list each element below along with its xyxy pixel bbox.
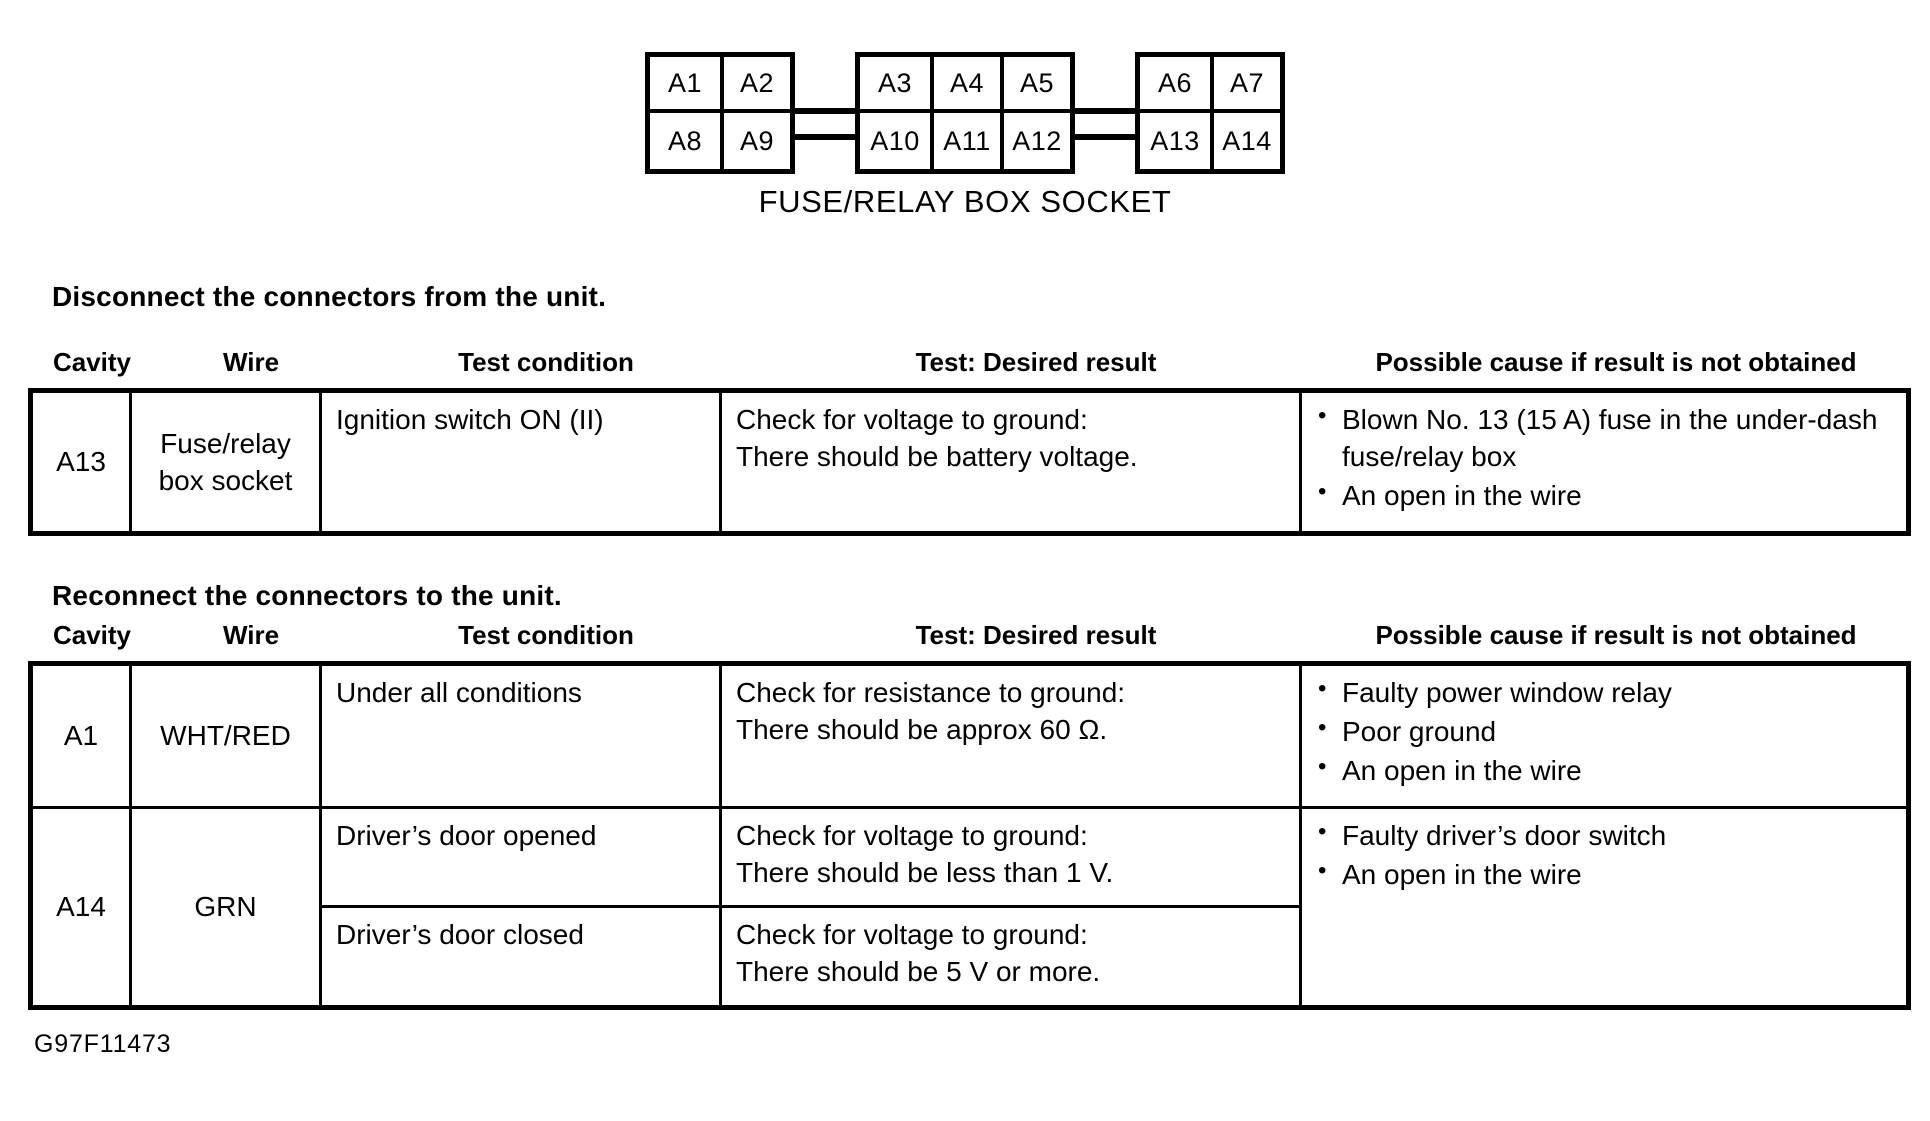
figure-id-code: G97F11473 bbox=[34, 1030, 172, 1058]
cell-wire: WHT/RED bbox=[129, 662, 322, 809]
column-header-test-condition: Test condition bbox=[458, 620, 634, 650]
result-line-1: Check for resistance to ground: bbox=[736, 677, 1126, 708]
column-header-possible-cause: Possible cause if result is not obtained bbox=[1375, 620, 1857, 650]
cell-cavity: A1 bbox=[29, 662, 132, 809]
result-line-2: There should be approx 60 Ω. bbox=[736, 714, 1108, 746]
connector-pin-a14: A14 bbox=[1210, 113, 1280, 169]
cell-test-condition: Ignition switch ON (II) bbox=[319, 389, 722, 535]
connector-pin-a2: A2 bbox=[720, 57, 790, 113]
column-header-wire: Wire bbox=[222, 347, 280, 377]
connector-pin-a7: A7 bbox=[1210, 57, 1280, 113]
connector-block-2: A3 A4 A5 A10 A11 A12 bbox=[855, 52, 1075, 174]
connector-block-3-top-row: A6 A7 bbox=[1140, 57, 1280, 113]
connector-block-3-bottom-row: A13 A14 bbox=[1140, 113, 1280, 169]
cause-item: An open in the wire bbox=[1316, 751, 1892, 789]
cell-cavity: A13 bbox=[29, 389, 132, 535]
cause-item: Faulty power window relay bbox=[1316, 673, 1892, 711]
table-row: A1 WHT/RED Under all conditions Check fo… bbox=[29, 662, 1910, 809]
cause-item: An open in the wire bbox=[1316, 855, 1892, 893]
result-line-1: Check for voltage to ground: bbox=[736, 819, 1088, 851]
wire-line-1: Fuse/relay bbox=[160, 427, 291, 459]
section-heading-disconnect: Disconnect the connectors from the unit. bbox=[52, 281, 607, 312]
connector-block-2-top-row: A3 A4 A5 bbox=[860, 57, 1070, 113]
result-line-2: There should be battery voltage. bbox=[736, 441, 1138, 473]
column-header-test-condition: Test condition bbox=[458, 347, 634, 377]
connector-pin-a8: A8 bbox=[667, 125, 703, 156]
connector-pin-a1: A1 bbox=[650, 57, 720, 113]
bridge-bar-upper bbox=[791, 108, 859, 114]
fuse-relay-box-socket-diagram: A1 A2 A8 A9 A3 A4 A5 A10 A11 A12 bbox=[0, 52, 1930, 242]
disconnect-test-table: A13 Fuse/relay box socket Ignition switc… bbox=[28, 388, 1911, 536]
connector-pin-a3: A3 bbox=[860, 57, 930, 113]
table-row: A14 GRN Driver’s door opened Check for v… bbox=[29, 805, 1910, 1009]
column-header-desired-result: Test: Desired result bbox=[915, 347, 1157, 377]
bridge-bar-lower bbox=[1071, 134, 1139, 140]
column-header-desired-result: Test: Desired result bbox=[915, 620, 1157, 650]
table-row: A13 Fuse/relay box socket Ignition switc… bbox=[29, 389, 1910, 535]
cell-possible-cause: Faulty power window relay Poor ground An… bbox=[1299, 662, 1910, 809]
cell-possible-cause: Blown No. 13 (15 A) fuse in the under-da… bbox=[1299, 389, 1910, 535]
cause-item: Faulty driver’s door switch bbox=[1316, 816, 1892, 854]
connector-pin-a9: A9 bbox=[720, 113, 790, 169]
connector-block-row: A1 A2 A8 A9 A3 A4 A5 A10 A11 A12 bbox=[0, 52, 1930, 174]
section-heading-reconnect: Reconnect the connectors to the unit. bbox=[52, 580, 562, 611]
cell-wire: Fuse/relay box socket bbox=[129, 389, 322, 535]
cause-list: Faulty power window relay Poor ground An… bbox=[1316, 673, 1892, 790]
cell-desired-result: Check for voltage to ground: There shoul… bbox=[719, 905, 1302, 1009]
column-headers-reconnect: Cavity Wire Test condition Test: Desired… bbox=[28, 620, 1906, 654]
cell-test-condition: Under all conditions bbox=[319, 662, 722, 809]
reconnect-test-table: A1 WHT/RED Under all conditions Check fo… bbox=[28, 661, 1911, 1010]
connector-pin-a10: A10 bbox=[870, 125, 920, 156]
cause-item: Poor ground bbox=[1316, 712, 1892, 750]
wire-line-2: box socket bbox=[158, 464, 293, 496]
cell-desired-result: Check for resistance to ground: There sh… bbox=[719, 662, 1302, 809]
result-line-2: There should be 5 V or more. bbox=[736, 956, 1101, 988]
connector-block-1-top-row: A1 A2 bbox=[650, 57, 790, 113]
diagram-caption: FUSE/RELAY BOX SOCKET bbox=[758, 184, 1172, 219]
cell-desired-result: Check for voltage to ground: There shoul… bbox=[719, 805, 1302, 909]
cause-item: An open in the wire bbox=[1316, 476, 1892, 514]
bridge-bar-upper bbox=[1071, 108, 1139, 114]
cell-wire: GRN bbox=[129, 805, 322, 1009]
column-header-cavity: Cavity bbox=[52, 620, 132, 650]
column-headers-disconnect: Cavity Wire Test condition Test: Desired… bbox=[28, 347, 1906, 381]
cell-test-condition: Driver’s door opened bbox=[319, 805, 722, 909]
column-header-cavity: Cavity bbox=[52, 347, 132, 377]
connector-pin-a13: A13 bbox=[1150, 125, 1200, 156]
result-line-1: Check for voltage to ground: bbox=[736, 404, 1088, 435]
connector-pin-a12: A12 bbox=[1000, 113, 1070, 169]
connector-pin-a6: A6 bbox=[1140, 57, 1210, 113]
cell-test-condition: Driver’s door closed bbox=[319, 905, 722, 1009]
result-line-2: There should be less than 1 V. bbox=[736, 856, 1114, 888]
cell-desired-result: Check for voltage to ground: There shoul… bbox=[719, 389, 1302, 535]
result-line-1: Check for voltage to ground: bbox=[736, 919, 1088, 951]
cause-list: Faulty driver’s door switch An open in t… bbox=[1316, 816, 1892, 893]
connector-pin-a11: A11 bbox=[930, 113, 1000, 169]
connector-block-1: A1 A2 A8 A9 bbox=[645, 52, 795, 174]
cause-list: Blown No. 13 (15 A) fuse in the under-da… bbox=[1316, 400, 1892, 515]
connector-block-1-bottom-row: A8 A9 bbox=[650, 113, 790, 169]
connector-pin-a5: A5 bbox=[1000, 57, 1070, 113]
connector-pin-a4: A4 bbox=[930, 57, 1000, 113]
column-header-possible-cause: Possible cause if result is not obtained bbox=[1375, 347, 1857, 377]
table-row: Driver’s door closed Check for voltage t… bbox=[31, 905, 1909, 1009]
bridge-bar-lower bbox=[791, 134, 859, 140]
connector-block-2-bottom-row: A10 A11 A12 bbox=[860, 113, 1070, 169]
cause-item: Blown No. 13 (15 A) fuse in the under-da… bbox=[1316, 400, 1892, 475]
cell-possible-cause: Faulty driver’s door switch An open in t… bbox=[1299, 805, 1910, 1009]
cell-cavity: A14 bbox=[29, 805, 132, 1009]
column-header-wire: Wire bbox=[222, 620, 280, 650]
connector-block-3: A6 A7 A13 A14 bbox=[1135, 52, 1285, 174]
